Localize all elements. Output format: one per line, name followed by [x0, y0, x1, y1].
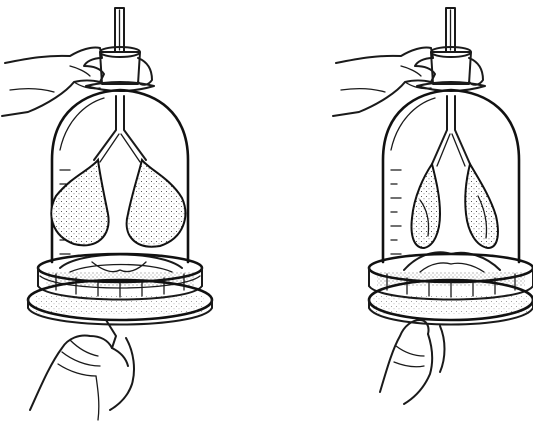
right-deflated-lung: [465, 164, 498, 248]
right-glass-tube: [446, 8, 455, 52]
right-diaphragm-rim: [369, 252, 533, 324]
left-lower-hand: [30, 320, 134, 420]
right-lower-hand: [380, 320, 445, 404]
right-scale-marks: [391, 170, 401, 254]
right-y-tube: [432, 96, 470, 166]
left-y-tube: [94, 96, 146, 162]
right-lung-balloon: [127, 160, 186, 247]
right-panel: 2: [333, 8, 533, 404]
left-panel: 2: [2, 8, 212, 420]
left-diaphragm-rim: [28, 254, 212, 325]
left-lung-balloon: [51, 160, 108, 245]
left-glass-tube: [115, 8, 124, 52]
left-deflated-lung: [412, 164, 441, 248]
